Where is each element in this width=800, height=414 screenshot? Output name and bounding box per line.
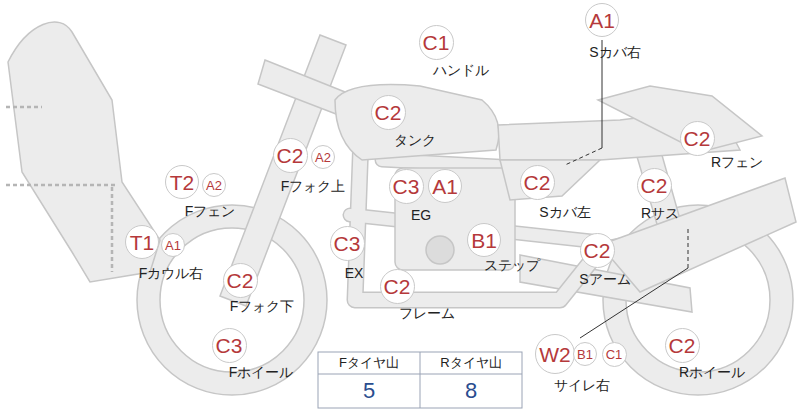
callout-number: T2: [170, 172, 195, 193]
part-name: Sカバ右: [589, 45, 640, 60]
callout-number: C2: [375, 102, 402, 123]
callout-circle: C2: [223, 263, 258, 298]
callout-circle: C3: [389, 169, 424, 204]
table-header: Fタイヤ山: [339, 356, 399, 370]
part-name: Fフォク上: [281, 179, 346, 194]
part-name: フレーム: [399, 306, 455, 321]
callout-circle: T1: [125, 225, 159, 259]
callout-number: C1: [423, 32, 450, 53]
part-name: Rフェン: [711, 155, 763, 170]
callout-circle: W2: [535, 334, 575, 374]
table-value: 8: [465, 379, 477, 403]
callout-circle: C2: [273, 138, 308, 173]
callout-number: B1: [577, 348, 593, 361]
part-name: EG: [411, 208, 431, 223]
callout-number: C3: [393, 176, 420, 197]
callout-number: C1: [606, 348, 623, 361]
leader-lines: [565, 40, 688, 338]
callout-number: C2: [641, 175, 668, 196]
callout-circle: C2: [380, 269, 415, 304]
callout-circle: A2: [311, 145, 335, 169]
callout-circle: B1: [573, 342, 597, 366]
callout-number: A1: [165, 239, 181, 252]
part-name: サイレ右: [554, 378, 610, 393]
callout-number: A2: [206, 179, 222, 192]
callout-number: A1: [589, 10, 615, 31]
part-name: Sアーム: [579, 272, 630, 287]
callout-number: A2: [315, 151, 331, 164]
callout-number: T1: [130, 232, 155, 253]
callout-number: C2: [584, 240, 611, 261]
callout-circle: C2: [665, 328, 700, 363]
part-name: Rサス: [641, 206, 679, 221]
callout-circle: C2: [580, 233, 615, 268]
part-name: Sカバ左: [539, 205, 590, 220]
callout-circle: A1: [428, 169, 462, 203]
callout-number: W2: [539, 344, 571, 365]
part-name: EX: [345, 266, 364, 281]
part-name: Fカウル右: [139, 266, 204, 281]
callout-circle: C2: [520, 165, 555, 200]
callout-number: C2: [227, 270, 254, 291]
callout-circle: C2: [680, 121, 715, 156]
callout-circle: C2: [637, 168, 672, 203]
callout-number: B1: [471, 230, 497, 251]
callout-circle: C3: [330, 226, 365, 261]
callout-number: C2: [277, 145, 304, 166]
part-name: Fフェン: [185, 204, 236, 219]
callout-circle: C1: [419, 25, 454, 60]
table-header: Rタイヤ山: [440, 356, 501, 370]
callout-number: C2: [684, 128, 711, 149]
callout-number: C3: [334, 233, 361, 254]
callout-number: C2: [384, 276, 411, 297]
callout-circle: C3: [212, 328, 247, 363]
part-name: タンク: [394, 133, 436, 148]
part-name: Fフォク下: [230, 299, 295, 314]
callout-circle: A1: [161, 233, 185, 257]
callout-number: A1: [432, 176, 458, 197]
callout-circle: C2: [371, 95, 406, 130]
part-name: ステップ: [484, 258, 540, 273]
callout-number: C3: [216, 335, 243, 356]
part-name: Fホイール: [229, 365, 294, 380]
table-value: 5: [363, 379, 375, 403]
part-name: ハンドル: [433, 63, 489, 78]
callout-number: C2: [524, 172, 551, 193]
callout-circle: A1: [585, 3, 619, 37]
callout-number: C2: [669, 335, 696, 356]
callout-circle: T2: [165, 165, 199, 199]
callout-circle: B1: [467, 223, 501, 257]
tire-table: [318, 352, 522, 408]
callout-circle: A2: [202, 173, 226, 197]
part-name: Rホイール: [679, 365, 745, 380]
callout-circle: C1: [602, 342, 627, 367]
